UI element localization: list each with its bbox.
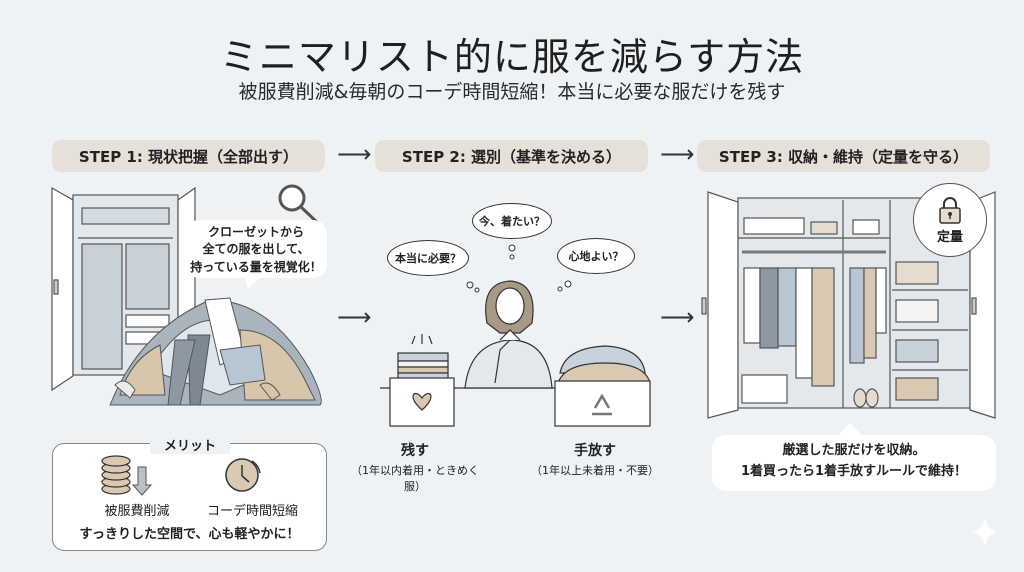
merit-time-saving: コーデ時間短縮: [206, 504, 298, 519]
arrow-icon: ⟶: [337, 140, 372, 168]
clothes-pile-illustration: [109, 297, 322, 406]
sparkle-icon: [972, 517, 998, 547]
thought-bubble-necessary: 本当に必要？: [387, 240, 469, 276]
badge-label: 定量: [936, 229, 963, 245]
page-subtitle: 被服費削減&毎朝のコーデ時間短縮！本当に必要な服だけを残す: [238, 81, 786, 103]
magnifier-icon: [278, 184, 322, 227]
step-2-illustration: [380, 280, 651, 427]
woman-thinking-illustration: [464, 280, 553, 389]
discard-label: 手放す: [574, 443, 616, 459]
merit-cost-reduction: 被服費削減: [104, 504, 170, 519]
callout-line: 厳選した服だけを収納。: [782, 443, 926, 458]
lock-icon: [939, 196, 961, 224]
heart-icon: [412, 393, 432, 411]
arrow-icon: ⟶: [337, 303, 372, 331]
recycle-icon: [592, 393, 612, 416]
keep-criteria: （1年以内着用・ときめく服）: [351, 464, 479, 493]
merit-title: メリット: [150, 435, 230, 454]
clock-icon: [225, 458, 261, 492]
thought-bubble-comfortable: 心地よい？: [557, 238, 635, 274]
callout-line: クローゼットから: [207, 225, 304, 239]
coins-down-icon: [101, 455, 153, 496]
thought-bubble-want-now: 今、着たい？: [472, 203, 552, 239]
merit-summary: すっきりした空間で、心も軽やかに！: [79, 527, 300, 542]
step-1-label: STEP 1: 現状把握（全部出す）: [52, 140, 325, 172]
arrow-icon: ⟶: [660, 140, 695, 168]
callout-line: 持っている量を視覚化！: [190, 259, 322, 274]
merit-box: [52, 443, 327, 551]
callout-tail: [244, 276, 262, 288]
keep-label: 残す: [401, 443, 429, 459]
callout-line: 1着買ったら1着手放すルールで維持！: [740, 463, 968, 479]
discard-criteria: （1年以上未着用・不要）: [531, 464, 659, 477]
page-title: ミニマリスト的に服を減らす方法: [219, 35, 805, 79]
fixed-quantity-badge: 定量: [913, 183, 987, 257]
step-3-label: STEP 3: 収納・維持（定量を守る）: [697, 140, 990, 172]
thought-dots: [466, 244, 572, 293]
keep-box-illustration: [389, 334, 455, 427]
step-1-callout: クローゼットから 全ての服を出して、 持っている量を視覚化！: [185, 220, 327, 278]
step-1-illustration: [51, 184, 322, 406]
callout-line: 全ての服を出して、: [202, 242, 310, 257]
callout-tail: [838, 423, 862, 436]
step-3-callout: 厳選した服だけを収納。 1着買ったら1着手放すルールで維持！: [712, 435, 996, 491]
arrow-icon: ⟶: [660, 303, 695, 331]
discard-box-illustration: [554, 345, 651, 427]
step-2-label: STEP 2: 選別（基準を決める）: [375, 140, 648, 172]
